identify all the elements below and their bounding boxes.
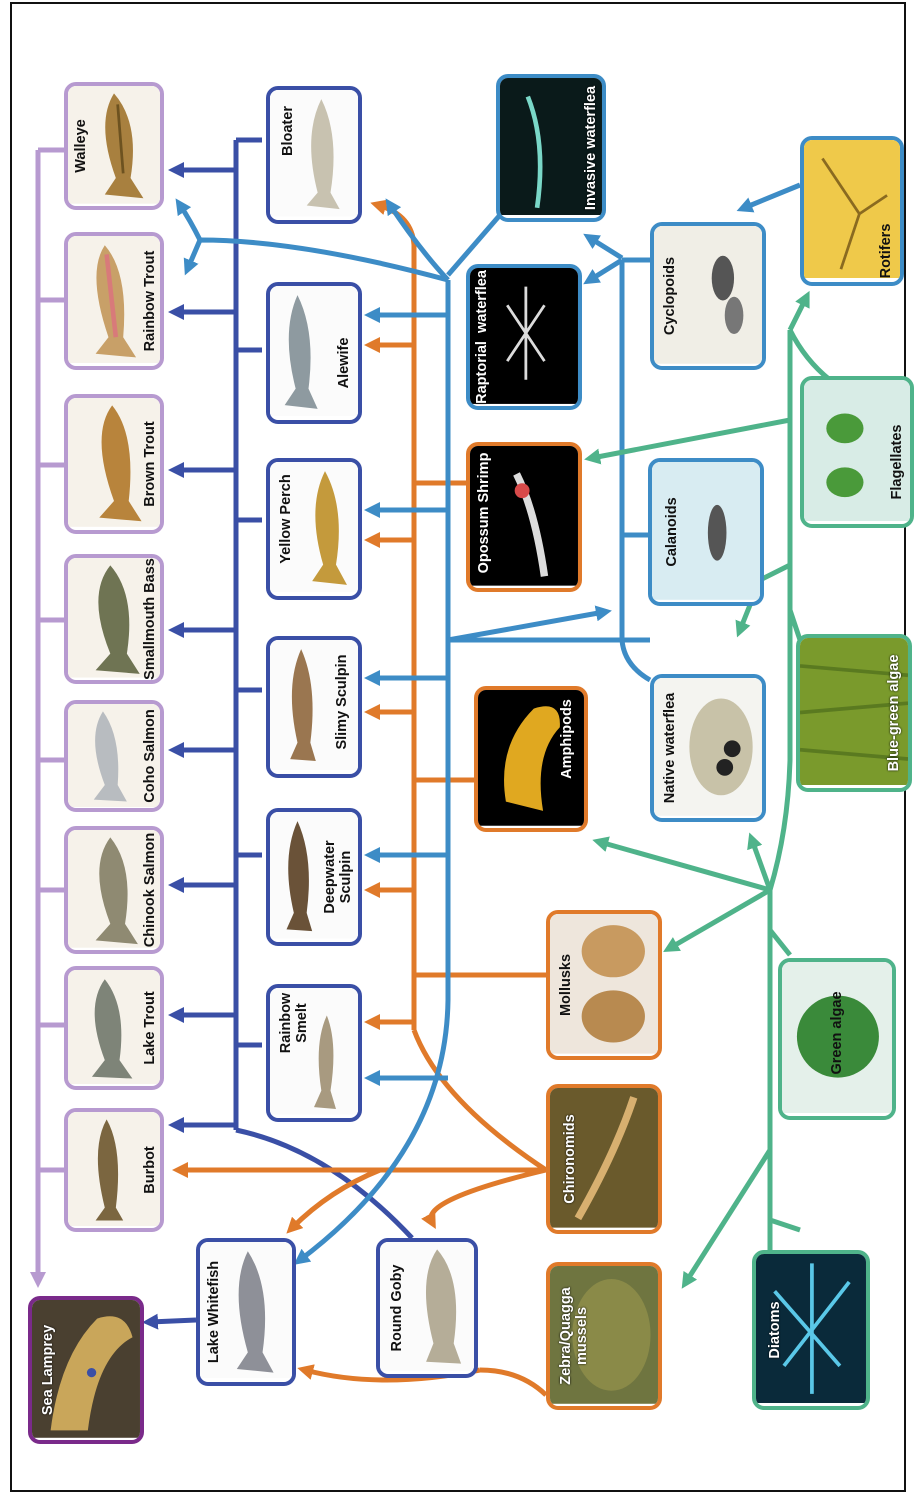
- chinook-salmon-label: Chinook Salmon: [142, 833, 158, 947]
- node-lake-whitefish[interactable]: Lake Whitefish: [196, 1238, 296, 1386]
- node-deepwater-sculpin[interactable]: Deepwater Sculpin: [266, 808, 362, 946]
- flagellates-label: Flagellates: [889, 425, 905, 500]
- opossum-shrimp-label: Opossum Shrimp: [476, 453, 492, 574]
- node-opossum-shrimp[interactable]: Opossum Shrimp: [466, 442, 582, 592]
- node-brown-trout[interactable]: Brown Trout: [64, 394, 164, 534]
- node-lake-trout[interactable]: Lake Trout: [64, 966, 164, 1090]
- node-yellow-perch[interactable]: Yellow Perch: [266, 458, 362, 600]
- cyclopoids-label: Cyclopoids: [662, 257, 678, 335]
- green-algae-label: Green algae: [829, 991, 845, 1074]
- node-walleye[interactable]: Walleye: [64, 82, 164, 210]
- invasive-waterflea-label: Invasive waterflea: [583, 86, 599, 210]
- rotifers-label: Rotifers: [878, 224, 894, 279]
- node-alewife[interactable]: Alewife: [266, 282, 362, 424]
- mollusks-label: Mollusks: [558, 954, 574, 1016]
- node-burbot[interactable]: Burbot: [64, 1108, 164, 1232]
- node-chironomids[interactable]: Chironomids: [546, 1084, 662, 1234]
- node-native-waterflea[interactable]: Native waterflea: [650, 674, 766, 822]
- alewife-label: Alewife: [336, 338, 352, 389]
- node-smallmouth-bass[interactable]: Smallmouth Bass: [64, 554, 164, 684]
- node-zebra-quagga-mussels[interactable]: Zebra/Quagga mussels: [546, 1262, 662, 1410]
- node-rotifers[interactable]: Rotifers: [800, 136, 904, 286]
- lake-trout-label: Lake Trout: [142, 991, 158, 1064]
- bloater-label: Bloater: [280, 106, 296, 156]
- slimy-sculpin-label: Slimy Sculpin: [334, 654, 350, 749]
- rainbow-trout-label: Rainbow Trout: [142, 251, 158, 352]
- node-rainbow-trout[interactable]: Rainbow Trout: [64, 232, 164, 370]
- node-chinook-salmon[interactable]: Chinook Salmon: [64, 826, 164, 954]
- node-raptorial-waterflea[interactable]: Raptorial waterflea: [466, 264, 582, 410]
- blue-green-algae-label: Blue-green algae: [886, 655, 902, 772]
- calanoids-label: Calanoids: [664, 497, 680, 566]
- round-goby-label: Round Goby: [389, 1265, 405, 1352]
- lamprey-feeding-lines: [38, 150, 64, 1280]
- node-blue-green-algae[interactable]: Blue-green algae: [796, 634, 912, 792]
- native-waterflea-label: Native waterflea: [662, 693, 678, 803]
- node-green-algae[interactable]: Green algae: [778, 958, 896, 1120]
- rainbow-smelt-label: Rainbow Smelt: [278, 993, 310, 1053]
- zebra-quagga-mussels-label: Zebra/Quagga mussels: [558, 1287, 590, 1385]
- sea-lamprey-label: Sea Lamprey: [40, 1325, 56, 1415]
- node-diatoms[interactable]: Diatoms: [752, 1250, 870, 1410]
- diatoms-label: Diatoms: [767, 1301, 783, 1358]
- deepwater-sculpin-label: Deepwater Sculpin: [322, 840, 354, 913]
- node-invasive-waterflea[interactable]: Invasive waterflea: [496, 74, 606, 222]
- node-calanoids[interactable]: Calanoids: [648, 458, 764, 606]
- node-round-goby[interactable]: Round Goby: [376, 1238, 478, 1378]
- raptorial-waterflea-label: Raptorial waterflea: [474, 270, 490, 404]
- node-amphipods[interactable]: Amphipods: [474, 686, 588, 832]
- burbot-label: Burbot: [142, 1146, 158, 1194]
- node-coho-salmon[interactable]: Coho Salmon: [64, 700, 164, 812]
- brown-trout-label: Brown Trout: [142, 421, 158, 506]
- coho-salmon-label: Coho Salmon: [142, 709, 158, 802]
- yellow-perch-label: Yellow Perch: [278, 474, 294, 563]
- walleye-label: Walleye: [73, 119, 89, 172]
- node-cyclopoids[interactable]: Cyclopoids: [650, 222, 766, 370]
- smallmouth-bass-label: Smallmouth Bass: [142, 558, 158, 680]
- node-sea-lamprey[interactable]: Sea Lamprey: [28, 1296, 144, 1444]
- node-slimy-sculpin[interactable]: Slimy Sculpin: [266, 636, 362, 778]
- chironomids-label: Chironomids: [562, 1114, 578, 1203]
- node-bloater[interactable]: Bloater: [266, 86, 362, 224]
- node-mollusks[interactable]: Mollusks: [546, 910, 662, 1060]
- lake-whitefish-label: Lake Whitefish: [206, 1261, 222, 1363]
- node-flagellates[interactable]: Flagellates: [800, 376, 914, 528]
- amphipods-label: Amphipods: [559, 699, 575, 779]
- node-rainbow-smelt[interactable]: Rainbow Smelt: [266, 984, 362, 1122]
